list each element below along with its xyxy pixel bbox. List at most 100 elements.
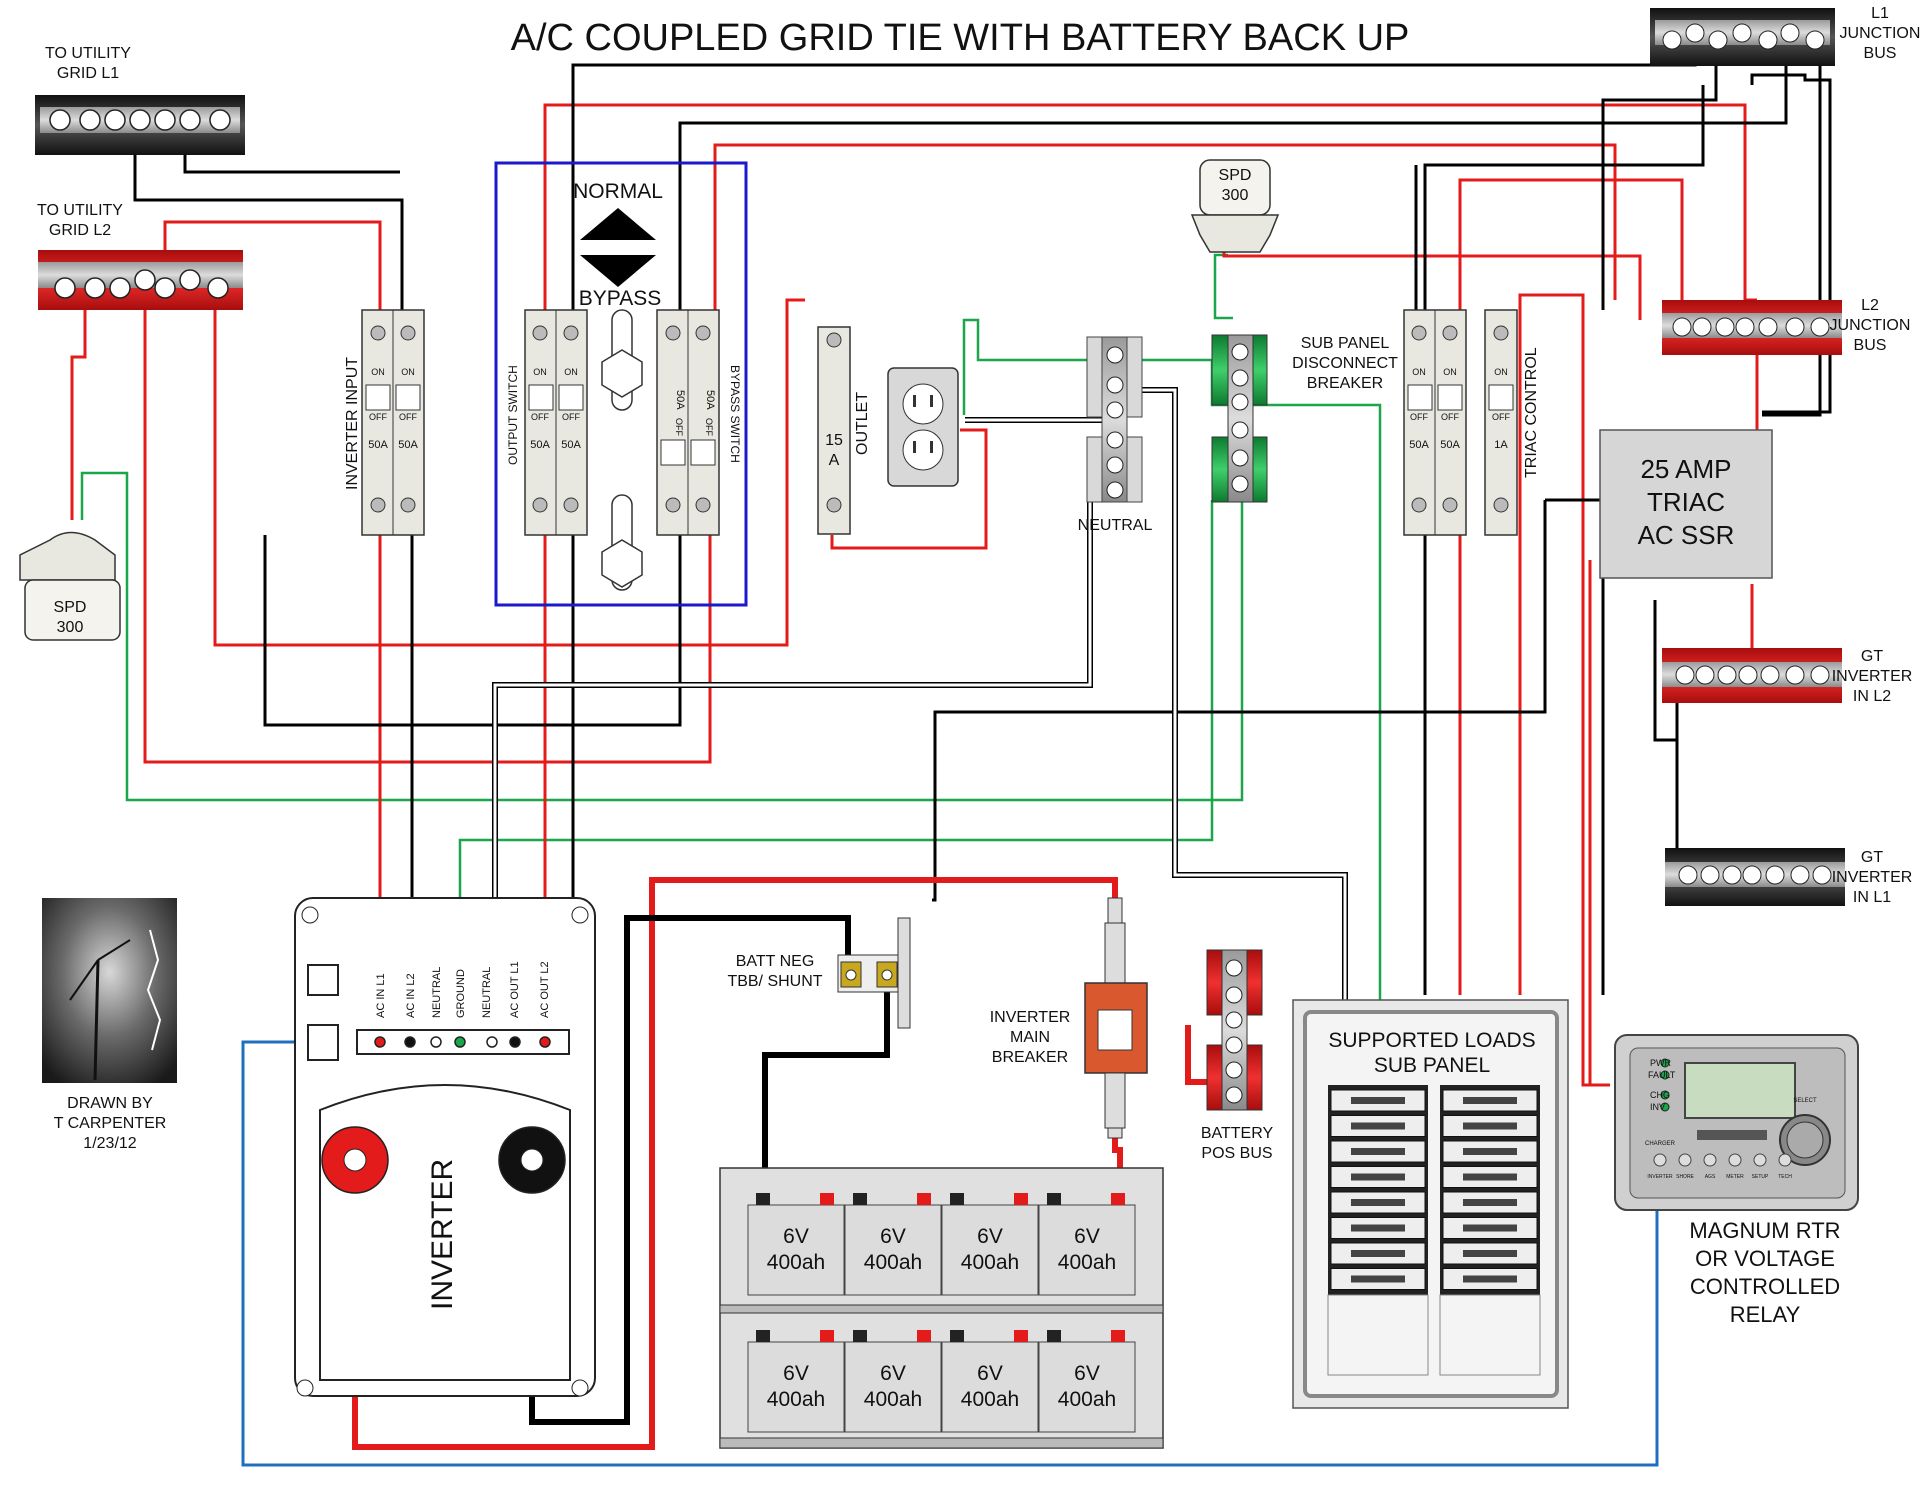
- battery-capacity: 400ah: [1058, 1388, 1116, 1411]
- inverter-input-on: ON: [371, 367, 385, 377]
- bypass-switch-rating-2: 50A: [704, 390, 716, 410]
- magnum-remote: [1614, 1034, 1859, 1211]
- output-switch-label: OUTPUT SWITCH: [506, 365, 520, 465]
- drawn-by-line1: DRAWN BY: [67, 1095, 153, 1112]
- normal-arrow: [580, 208, 656, 240]
- batt-neg-shunt: [837, 917, 911, 1029]
- l1-junction-line1: L1: [1871, 5, 1889, 22]
- output-switch-off-2: OFF: [562, 412, 580, 422]
- bypass-switch-label: BYPASS SWITCH: [728, 365, 742, 463]
- inverter-label: INVERTER: [426, 1159, 459, 1310]
- sub-panel-breaker-on: ON: [1412, 367, 1426, 377]
- battery-voltage: 6V: [783, 1225, 809, 1248]
- output-switch-breaker: [524, 309, 588, 536]
- inverter-terminal-ac-out-l1: AC OUT L1: [509, 961, 521, 1018]
- spd-left-rating: 300: [57, 619, 84, 636]
- battery-capacity: 400ah: [1058, 1251, 1116, 1274]
- battery-voltage: 6V: [880, 1362, 906, 1385]
- batt-neg-line2: TBB/ SHUNT: [727, 973, 822, 990]
- inverter-terminal-neutral-in: NEUTRAL: [431, 967, 443, 1018]
- battery-pos-bus-line2: POS BUS: [1201, 1145, 1272, 1162]
- battery-capacity: 400ah: [864, 1251, 922, 1274]
- utility-l2-label-line1: TO UTILITY: [37, 202, 123, 219]
- gt-l1-line3: IN L1: [1853, 889, 1891, 906]
- inverter-input-rating: 50A: [368, 439, 388, 451]
- battery-voltage: 6V: [1074, 1225, 1100, 1248]
- outlet-breaker-rating: 15: [825, 432, 843, 449]
- sub-panel-breaker-off-2: OFF: [1441, 412, 1459, 422]
- l2-wires: [70, 103, 1759, 1087]
- inverter-unit: [294, 897, 596, 1397]
- output-switch-on-2: ON: [564, 367, 578, 377]
- battery-capacity: 400ah: [961, 1251, 1019, 1274]
- load-breaker-handle: [1463, 1224, 1517, 1232]
- inverter-input-off-2: OFF: [399, 412, 417, 422]
- sub-panel-breaker-on-2: ON: [1443, 367, 1457, 377]
- load-breaker-handle: [1463, 1275, 1517, 1283]
- load-breaker-handle: [1463, 1097, 1517, 1104]
- ground-bus: [1211, 334, 1268, 503]
- battery-pos-bus: [1206, 949, 1263, 1111]
- ssr-line2: TRIAC: [1647, 487, 1725, 517]
- bypass-arrow: [580, 255, 656, 287]
- diagram-title: A/C COUPLED GRID TIE WITH BATTERY BACK U…: [511, 17, 1410, 59]
- output-switch-rating: 50A: [530, 439, 550, 451]
- triac-control-on: ON: [1494, 367, 1508, 377]
- relay-btn-meter: METER: [1726, 1174, 1744, 1180]
- inverter-input-off: OFF: [369, 412, 387, 422]
- inverter-input-label: INVERTER INPUT: [344, 357, 361, 490]
- l2-junction-bus: [1662, 300, 1842, 355]
- relay-btn-ags: AGS: [1705, 1174, 1716, 1180]
- storm-photo: [42, 898, 177, 1083]
- inv-main-breaker-line2: MAIN: [1010, 1029, 1050, 1046]
- battery-voltage: 6V: [1074, 1362, 1100, 1385]
- gt-inverter-l1-bus: [1665, 848, 1845, 906]
- load-breaker-handle: [1463, 1148, 1517, 1155]
- relay-btn-inverter: INVERTER: [1647, 1174, 1673, 1180]
- l1-junction-bus: [1650, 8, 1835, 66]
- output-switch-rating-2: 50A: [561, 439, 581, 451]
- inverter-terminal-ac-out-l2: AC OUT L2: [539, 961, 551, 1018]
- gt-l2-line1: GT: [1861, 648, 1883, 665]
- triac-control-breaker: [1484, 309, 1518, 536]
- neutral-bus: [1086, 336, 1143, 503]
- utility-l1-label-line2: GRID L1: [57, 65, 119, 82]
- sub-panel-breaker-rating: 50A: [1409, 439, 1429, 451]
- inv-main-breaker-line3: BREAKER: [992, 1049, 1068, 1066]
- gt-l1-line2: INVERTER: [1832, 869, 1913, 886]
- sub-panel-disconnect-line1: SUB PANEL: [1301, 335, 1390, 352]
- inverter-terminal-ac-in-l1: AC IN L1: [375, 973, 387, 1018]
- load-breaker-handle: [1351, 1275, 1405, 1283]
- battery-voltage: 6V: [880, 1225, 906, 1248]
- load-breaker-handle: [1351, 1199, 1405, 1206]
- load-breaker-handle: [1463, 1250, 1517, 1257]
- battery-voltage: 6V: [783, 1362, 809, 1385]
- ssr-line3: AC SSR: [1638, 520, 1735, 550]
- sub-panel-disconnect-line3: BREAKER: [1307, 375, 1383, 392]
- bypass-switch-off-2: OFF: [704, 418, 714, 436]
- outlet-breaker-rating-unit: A: [829, 452, 840, 469]
- inv-main-breaker-line1: INVERTER: [990, 1009, 1071, 1026]
- gt-inverter-l2-bus: [1662, 648, 1842, 703]
- spd-top-label: SPD: [1219, 167, 1252, 184]
- relay-comm-wire: [241, 1040, 1659, 1467]
- utility-l1-bus: [35, 95, 245, 155]
- output-switch-on: ON: [533, 367, 547, 377]
- inverter-main-breaker: [1084, 897, 1148, 1139]
- battery-voltage: 6V: [977, 1362, 1003, 1385]
- load-breaker-handle: [1351, 1250, 1405, 1257]
- battery-pos-bus-line1: BATTERY: [1201, 1125, 1274, 1142]
- battery-cell: 6V 400ah: [844, 1193, 942, 1296]
- drawn-by-line2: T CARPENTER: [54, 1115, 167, 1132]
- inverter-terminal-ground: GROUND: [455, 969, 467, 1018]
- sub-panel-disconnect-line2: DISCONNECT: [1292, 355, 1398, 372]
- relay-line1: MAGNUM RTR: [1689, 1218, 1840, 1243]
- bypass-switch-off: OFF: [674, 418, 684, 436]
- utility-l2-bus: [38, 250, 243, 310]
- gt-l2-line2: INVERTER: [1832, 668, 1913, 685]
- neutral-wires: [492, 387, 1348, 1040]
